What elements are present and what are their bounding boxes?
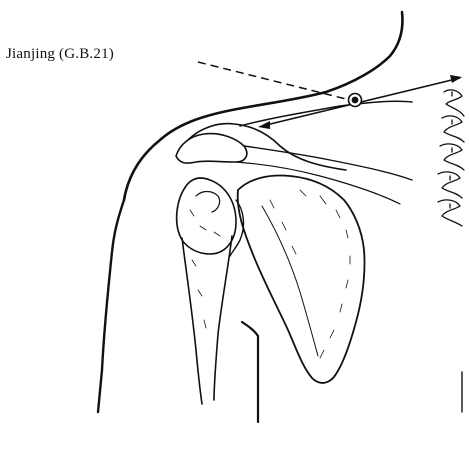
vertebral-column xyxy=(438,90,464,226)
scapula xyxy=(238,176,365,383)
humerus-shaft-right xyxy=(214,236,232,400)
arrowhead-right xyxy=(450,75,462,83)
clavicle xyxy=(188,124,346,170)
armpit-contour xyxy=(242,322,258,422)
leader-line xyxy=(198,62,350,100)
neck-contour xyxy=(124,12,403,200)
humerus-head xyxy=(177,178,236,254)
humerus-shaft-left xyxy=(182,238,202,404)
arm-outer-contour xyxy=(98,200,124,412)
arrowhead-left xyxy=(258,121,270,129)
target-dot-icon xyxy=(349,94,362,107)
scapula-hatching xyxy=(270,190,350,358)
spine-of-scapula xyxy=(244,146,412,180)
glenoid xyxy=(230,200,243,256)
acupoint-label: Jianjing (G.B.21) xyxy=(6,46,114,63)
humerus-hatching xyxy=(190,210,220,328)
greater-tubercle xyxy=(196,192,220,213)
acromion xyxy=(176,134,247,163)
